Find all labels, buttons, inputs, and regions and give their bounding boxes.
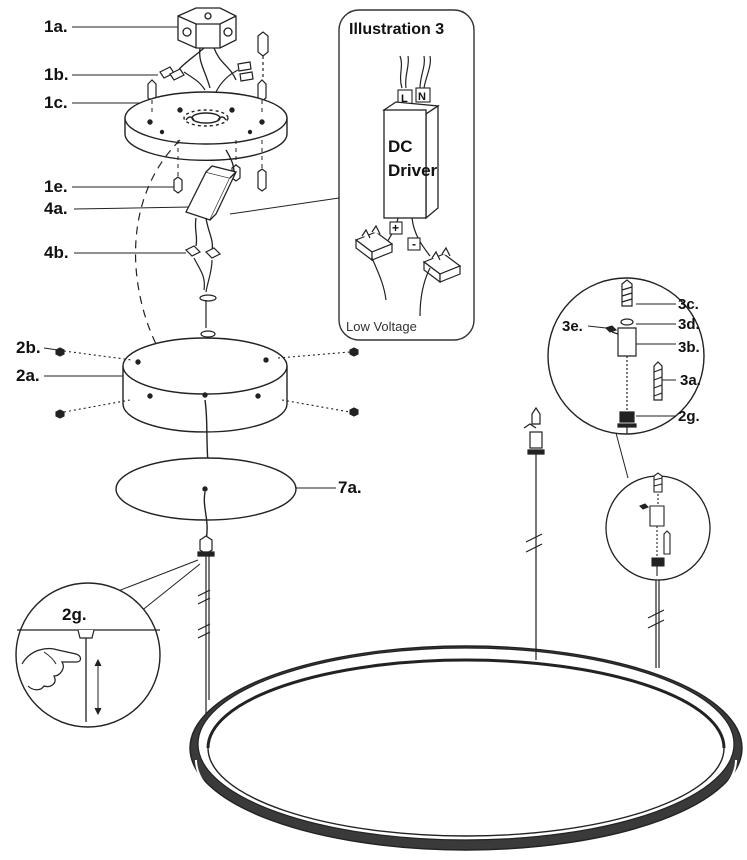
label-2b-text: 2b. <box>16 338 41 357</box>
label-3a-text: 3a. <box>680 372 701 389</box>
guide-arc <box>134 139 181 345</box>
minus-label: - <box>412 237 416 251</box>
neutral-box <box>415 87 431 103</box>
label-7a-text: 7a. <box>338 478 362 497</box>
driver-title-2: Driver <box>388 161 438 180</box>
label-2b: 2b. <box>16 338 59 357</box>
driver-illustration <box>382 101 440 220</box>
label-3e-text: 3e. <box>562 318 583 335</box>
zoom-cable-holder: 3c. 3d. 3e. 3b. 3a. 2g. <box>547 277 705 435</box>
middle-cable <box>523 406 545 640</box>
junction-box <box>175 7 237 89</box>
cable-gripper-upper <box>199 294 217 338</box>
low-voltage-label: Low Voltage <box>346 319 417 334</box>
label-1a-text: 1a. <box>44 17 68 36</box>
minus-box <box>407 237 421 251</box>
zoom-gripper-detail: 2g. <box>15 559 201 728</box>
label-4a-text: 4a. <box>44 199 68 218</box>
driver-title-1: DC <box>388 137 413 156</box>
canopy-cover <box>115 457 297 541</box>
label-4a: 4a. <box>44 199 191 218</box>
label-3c-text: 3c. <box>678 296 699 313</box>
label-3d-text: 3d. <box>678 316 700 333</box>
label-1e-text: 1e. <box>44 177 68 196</box>
label-1c-text: 1c. <box>44 93 68 112</box>
illustration-title: Illustration 3 <box>349 21 444 38</box>
driver-leader <box>229 197 340 215</box>
plus-box <box>389 221 403 235</box>
label-1e: 1e. <box>44 177 174 196</box>
label-1b: 1b. <box>44 65 158 84</box>
connectors <box>184 245 222 293</box>
illustration-3-panel: Illustration 3 L N DC Driver + - <box>338 9 475 341</box>
label-3b-text: 3b. <box>678 339 700 356</box>
label-4b: 4b. <box>44 243 186 262</box>
mounting-plate <box>124 91 288 162</box>
label-4b-text: 4b. <box>44 243 69 262</box>
canopy <box>122 337 288 463</box>
zoom-small <box>605 472 711 581</box>
zoom-label-2g: 2g. <box>62 605 87 624</box>
neutral-label: N <box>418 91 426 103</box>
driver-box <box>185 149 238 251</box>
canopy-screws <box>55 347 359 419</box>
live-label: L <box>401 93 408 105</box>
cable-gripper-left <box>197 535 215 700</box>
wire-nuts <box>159 61 254 93</box>
plus-label: + <box>392 221 399 235</box>
label-1c: 1c. <box>44 93 140 112</box>
lever-connector-left <box>354 224 394 301</box>
label-1b-text: 1b. <box>44 65 69 84</box>
label-1a: 1a. <box>44 17 178 36</box>
zoom-connector <box>615 432 629 479</box>
cable-holder-3b <box>617 327 637 357</box>
lever-connector-right <box>419 246 462 317</box>
led-ring <box>189 640 743 855</box>
label-2a-text: 2a. <box>16 366 40 385</box>
label-2g-text: 2g. <box>678 408 700 425</box>
